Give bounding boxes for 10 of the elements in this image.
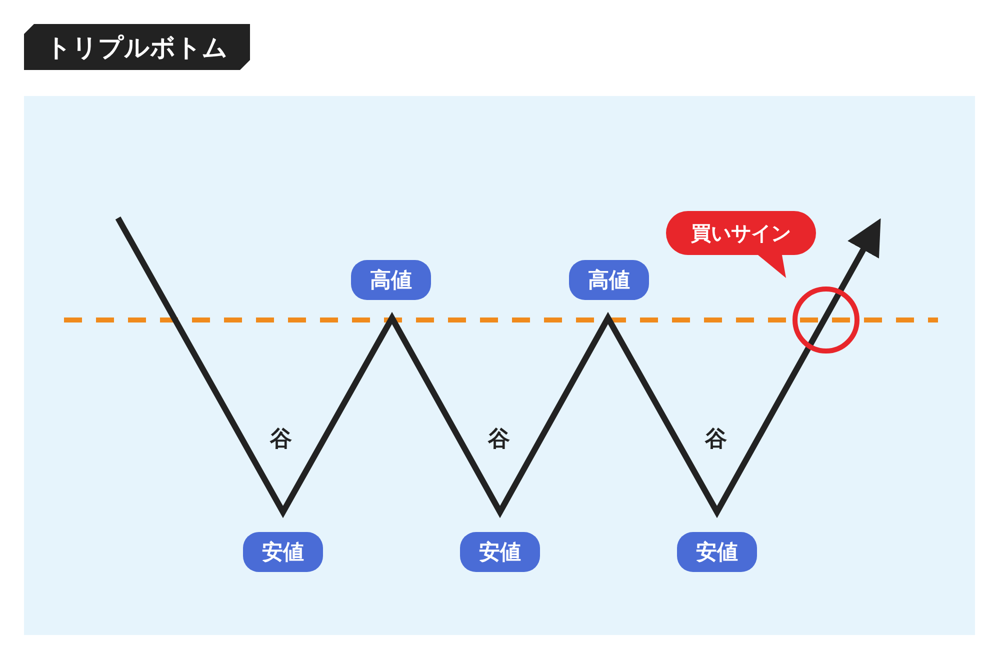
valley-label: 谷: [486, 426, 511, 454]
price-label: 高値: [569, 260, 649, 300]
valley-label: 谷: [268, 426, 293, 454]
price-label: 安値: [677, 532, 757, 572]
price-label: 安値: [460, 532, 540, 572]
signal-callout: 買いサイン: [666, 211, 816, 279]
valley-label: 谷: [704, 426, 728, 454]
price-label: 高値: [351, 260, 431, 300]
title-banner: トリプルボトム: [24, 24, 250, 70]
price-label: 安値: [243, 532, 323, 572]
